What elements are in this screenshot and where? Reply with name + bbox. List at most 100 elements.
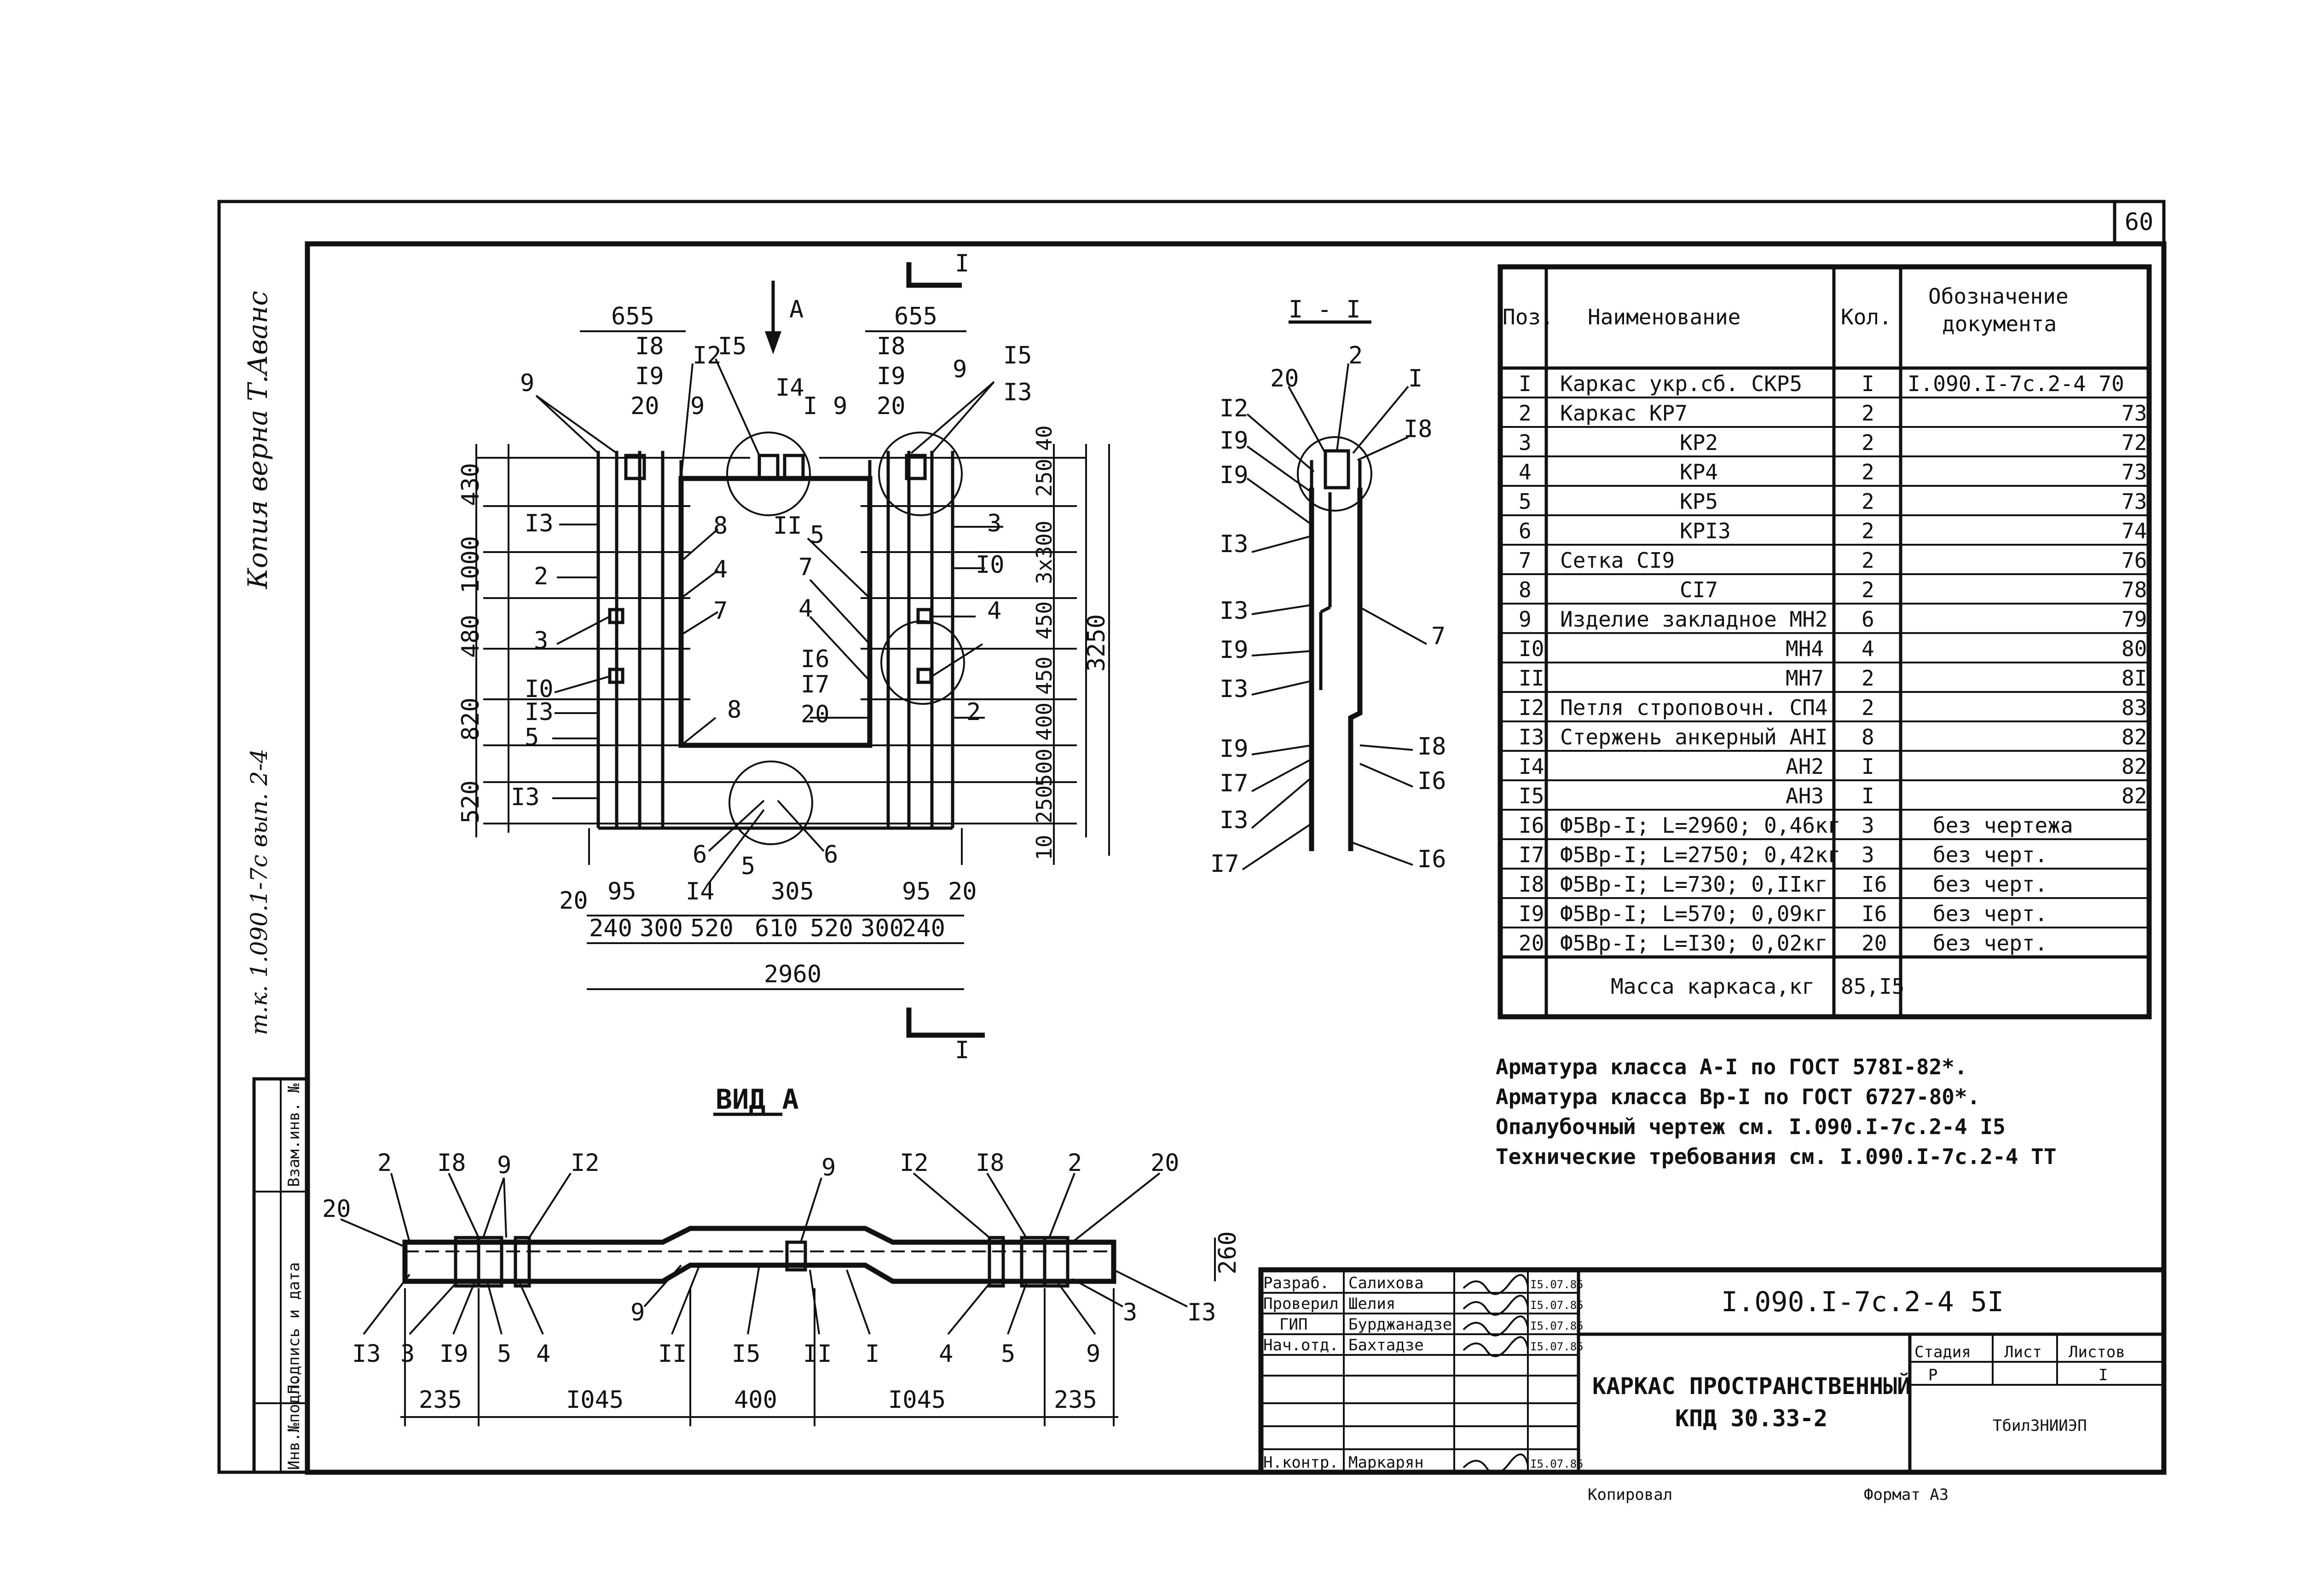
va-top-18-b: I8 bbox=[976, 1149, 1005, 1177]
bottom-dim-1-2: 95 bbox=[607, 878, 636, 905]
cell-qty: 2 bbox=[1862, 519, 1874, 543]
copy-note: Копия верна Т.Аванс bbox=[242, 291, 273, 589]
cell-doc: 79 bbox=[2122, 607, 2147, 632]
callout-9-c: 9 bbox=[833, 392, 847, 420]
note-3: Опалубочный чертеж см. I.090.I-7с.2-4 I5 bbox=[1496, 1114, 2006, 1139]
callout-6-a: 6 bbox=[693, 841, 707, 869]
cell-qty: 2 bbox=[1862, 489, 1874, 514]
total-label: Масса каркаса,кг bbox=[1611, 974, 1815, 999]
cell-pos: 20 bbox=[1519, 931, 1544, 956]
callout-2-a: 2 bbox=[534, 563, 548, 590]
role-2: Проверил bbox=[1263, 1295, 1339, 1313]
sheets-value: I bbox=[2099, 1366, 2108, 1384]
cell-name: КР2 bbox=[1680, 430, 1718, 455]
cell-doc: 82 bbox=[2122, 725, 2147, 749]
callout-17-a: I7 bbox=[801, 671, 830, 698]
callout-20-c: 20 bbox=[801, 701, 830, 728]
cell-name: Стержень анкерный АНI bbox=[1560, 725, 1828, 749]
callout-1-a: I bbox=[803, 392, 817, 420]
cell-pos: 3 bbox=[1519, 430, 1532, 455]
cell-name: АН3 bbox=[1786, 784, 1824, 808]
title-line-1: КАРКАС ПРОСТРАНСТВЕННЫЙ bbox=[1592, 1372, 1911, 1400]
sheet-frame bbox=[217, 200, 2167, 1475]
va-top-9-a: 9 bbox=[497, 1152, 511, 1179]
cell-doc: 78 bbox=[2122, 577, 2147, 602]
cell-doc: без черт. bbox=[1933, 901, 2047, 926]
sec-callout-1: I bbox=[1408, 365, 1422, 392]
cell-doc: 73 bbox=[2122, 460, 2147, 484]
plan-view: 655 655 bbox=[457, 250, 1110, 1064]
callout-16-a: I6 bbox=[801, 645, 830, 673]
cell-qty: 2 bbox=[1862, 666, 1874, 691]
name-3: Бурджанадзе bbox=[1348, 1315, 1452, 1334]
view-a-title: ВИД А bbox=[716, 1083, 799, 1116]
cell-qty: I6 bbox=[1862, 872, 1887, 897]
sec-callout-16-b: I6 bbox=[1417, 846, 1446, 873]
role-3: ГИП bbox=[1279, 1315, 1307, 1334]
callout-5-b: 5 bbox=[810, 521, 824, 549]
date-4: I5.07.85 bbox=[1530, 1340, 1584, 1353]
cell-qty: 3 bbox=[1862, 813, 1874, 838]
callout-12-a: I2 bbox=[693, 342, 722, 369]
role-4: Нач.отд. bbox=[1263, 1336, 1339, 1354]
cell-qty: I bbox=[1862, 754, 1874, 779]
cell-pos: I7 bbox=[1519, 842, 1544, 867]
cell-name: Ф5Вр-I; L=I30; 0,02кг bbox=[1560, 931, 1828, 956]
cell-name: Сетка СI9 bbox=[1560, 548, 1675, 573]
callout-4-c: 4 bbox=[987, 597, 1001, 625]
th-qty: Кол. bbox=[1841, 305, 1892, 329]
cell-pos: 5 bbox=[1519, 489, 1532, 514]
cell-qty: 2 bbox=[1862, 695, 1874, 720]
stamp-signature-date: Подпись и дата bbox=[285, 1262, 303, 1394]
cell-name: КР4 bbox=[1680, 460, 1718, 484]
name-1: Салихова bbox=[1348, 1274, 1424, 1292]
callout-13-b: I3 bbox=[525, 510, 554, 537]
cell-pos: I5 bbox=[1519, 784, 1544, 808]
margin-notes: Копия верна Т.Аванс т.к. 1.090.1-7с вып.… bbox=[242, 291, 273, 1035]
sec-callout-20: 20 bbox=[1270, 365, 1299, 392]
callout-19-a: I9 bbox=[635, 363, 664, 390]
cell-name: МН4 bbox=[1786, 636, 1824, 661]
note-1: Арматура класса А-I по ГОСТ 578I-82*. bbox=[1496, 1054, 1967, 1079]
view-a-height: 260 bbox=[1214, 1231, 1242, 1274]
sec-callout-13-b: I3 bbox=[1220, 597, 1249, 625]
va-bot-13-a: I3 bbox=[352, 1340, 381, 1368]
cell-qty: 8 bbox=[1862, 725, 1874, 749]
th-name: Наименование bbox=[1588, 305, 1740, 329]
cell-name: КРI3 bbox=[1680, 519, 1731, 543]
bottom-dim-total: 2960 bbox=[764, 961, 821, 988]
cell-doc: 83 bbox=[2122, 695, 2147, 720]
cell-qty: 2 bbox=[1862, 548, 1874, 573]
va-bot-3-b: 3 bbox=[1123, 1299, 1137, 1326]
table-row: I3 Стержень анкерный АНI 8 82 bbox=[1519, 725, 2147, 749]
va-bot-5-b: 5 bbox=[1001, 1340, 1015, 1368]
va-bot-19-a: I9 bbox=[439, 1340, 468, 1368]
cell-qty: I bbox=[1862, 784, 1874, 808]
section-mark-bottom: I bbox=[955, 1037, 969, 1064]
va-top-20-a: 20 bbox=[1150, 1149, 1179, 1177]
va-top-12-b: I2 bbox=[900, 1149, 929, 1177]
cell-pos: I3 bbox=[1519, 725, 1544, 749]
sec-callout-18-b: I8 bbox=[1417, 733, 1446, 761]
total-value: 85,I5 bbox=[1841, 974, 1904, 999]
va-bot-9-a: 9 bbox=[630, 1299, 645, 1326]
doc-code: I.090.I-7с.2-4 5I bbox=[1721, 1286, 2004, 1318]
signatures bbox=[1463, 1274, 1529, 1475]
cell-pos: I0 bbox=[1519, 636, 1544, 661]
cell-name: Ф5Вр-I; L=570; 0,09кг bbox=[1560, 901, 1828, 926]
callout-14-b: I4 bbox=[686, 878, 715, 905]
right-dim-5: 450 bbox=[1032, 657, 1057, 695]
right-dim-8: 250 bbox=[1032, 785, 1057, 824]
cell-pos: I2 bbox=[1519, 695, 1544, 720]
callout-15-b: I5 bbox=[1003, 342, 1032, 369]
cell-doc: 76 bbox=[2122, 548, 2147, 573]
bottom-dim-1-4: 95 bbox=[902, 878, 931, 905]
